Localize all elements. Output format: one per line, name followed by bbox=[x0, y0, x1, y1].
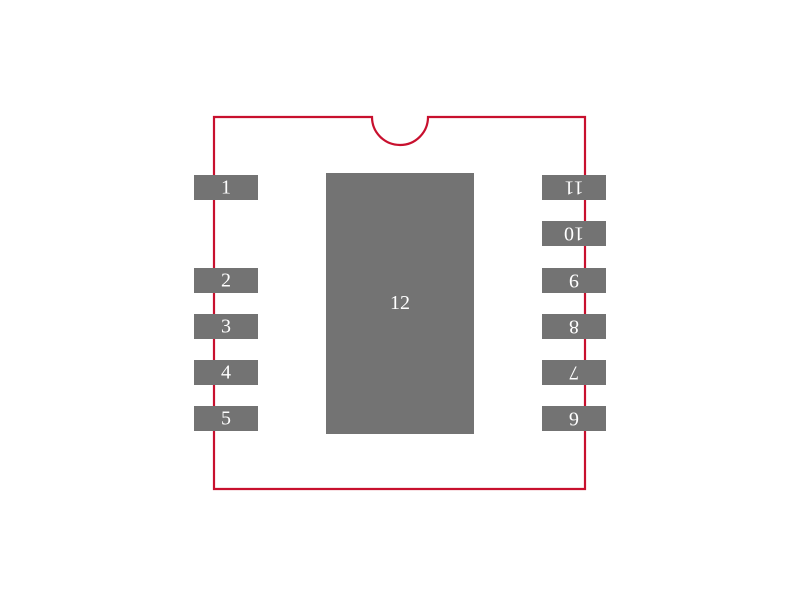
pad-9-rect bbox=[542, 268, 606, 293]
pad-7: 7 bbox=[542, 360, 606, 385]
pad-4-rect bbox=[194, 360, 258, 385]
pad-6-rect bbox=[542, 406, 606, 431]
thermal-pad-label: 12 bbox=[390, 292, 410, 314]
pad-3-rect bbox=[194, 314, 258, 339]
pad-1-label: 1 bbox=[221, 177, 231, 199]
pad-2: 2 bbox=[194, 268, 258, 293]
pad-9: 9 bbox=[542, 268, 606, 293]
pad-3-label: 3 bbox=[221, 316, 231, 338]
pad-4-label: 4 bbox=[221, 362, 231, 384]
pad-8-label: 8 bbox=[569, 316, 579, 338]
thermal-pad: 12 bbox=[326, 173, 474, 434]
thermal-pad-rect bbox=[326, 173, 474, 434]
left-pads: 1 2 3 4 5 bbox=[194, 175, 258, 431]
pad-8: 8 bbox=[542, 314, 606, 339]
pad-11: 11 bbox=[542, 175, 606, 200]
pad-11-label: 11 bbox=[564, 177, 583, 199]
pad-10: 10 bbox=[542, 221, 606, 246]
pad-1: 1 bbox=[194, 175, 258, 200]
package-outline-path bbox=[212, 115, 587, 491]
pad-2-label: 2 bbox=[221, 270, 231, 292]
pad-10-label: 10 bbox=[564, 223, 584, 245]
pad-5-label: 5 bbox=[221, 408, 231, 430]
pad-7-label: 7 bbox=[569, 362, 579, 384]
pad-1-rect bbox=[194, 175, 258, 200]
pad-6: 6 bbox=[542, 406, 606, 431]
pad-5: 5 bbox=[194, 406, 258, 431]
pad-2-rect bbox=[194, 268, 258, 293]
pad-9-label: 9 bbox=[569, 270, 579, 292]
pad-6-label: 6 bbox=[569, 408, 579, 430]
package-outline bbox=[212, 115, 587, 491]
pad-5-rect bbox=[194, 406, 258, 431]
pad-7-rect bbox=[542, 360, 606, 385]
pad-3: 3 bbox=[194, 314, 258, 339]
pad-10-rect bbox=[542, 221, 606, 246]
right-pads: 11 10 9 8 7 6 bbox=[542, 175, 606, 431]
pad-8-rect bbox=[542, 314, 606, 339]
pad-11-rect bbox=[542, 175, 606, 200]
pad-4: 4 bbox=[194, 360, 258, 385]
